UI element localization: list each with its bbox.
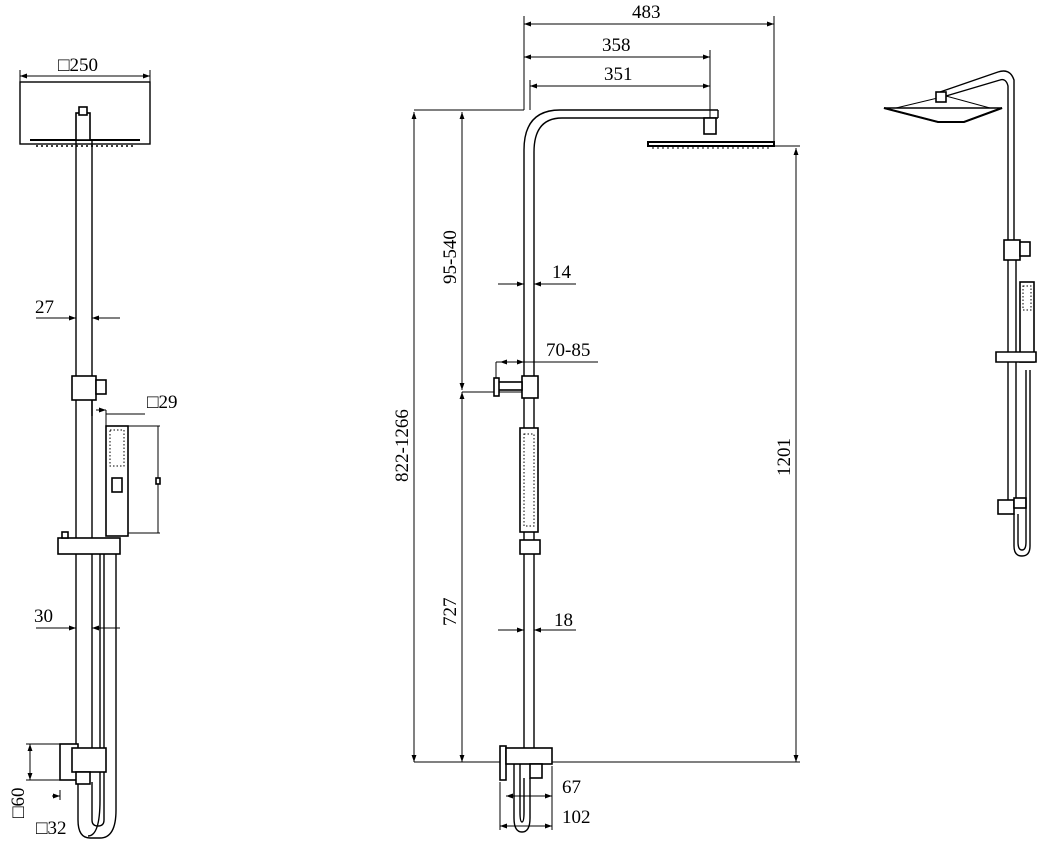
dim-upper-rail-diameter: 14 [552, 262, 572, 283]
dim-arm-reach-outer: 358 [602, 35, 631, 56]
side-hand-shower [519, 427, 539, 533]
slide-holder [57, 537, 121, 555]
dim-overall-reach: 483 [632, 2, 661, 23]
dim-handshower-size: □29 [147, 392, 177, 413]
hose [77, 554, 117, 839]
side-wall-inlet [499, 745, 507, 781]
dim-inlet-projection: 67 [562, 777, 581, 798]
dim-diverter-projection: 70-85 [546, 340, 590, 361]
dim-inlet-depth: 102 [562, 807, 591, 828]
side-shower-head [647, 141, 775, 147]
dim-adjustable-top: 95-540 [440, 230, 461, 284]
dim-inlet-width: □32 [36, 818, 66, 839]
side-view: 483 358 351 822-1266 95-540 727 1201 [392, 2, 800, 833]
dim-arm-reach-inner: 351 [604, 64, 633, 85]
dim-lower-rail-height: 727 [440, 598, 461, 627]
dim-overall-height-range: 822-1266 [392, 409, 413, 482]
dim-head-size: □250 [58, 55, 98, 76]
front-view: □250 27 □29 [8, 55, 177, 839]
shower-head-outline [19, 81, 151, 145]
isometric-view [883, 70, 1037, 557]
side-diverter [521, 375, 539, 399]
dim-inlet-height: □60 [8, 788, 29, 818]
dim-head-height: 1201 [774, 438, 795, 476]
dim-rail-lower-width: 30 [34, 606, 53, 627]
dim-rail-upper-width: 27 [35, 297, 54, 318]
diverter-block [71, 375, 97, 401]
shower-arm [523, 109, 718, 392]
dim-lower-rail-diameter: 18 [554, 610, 573, 631]
